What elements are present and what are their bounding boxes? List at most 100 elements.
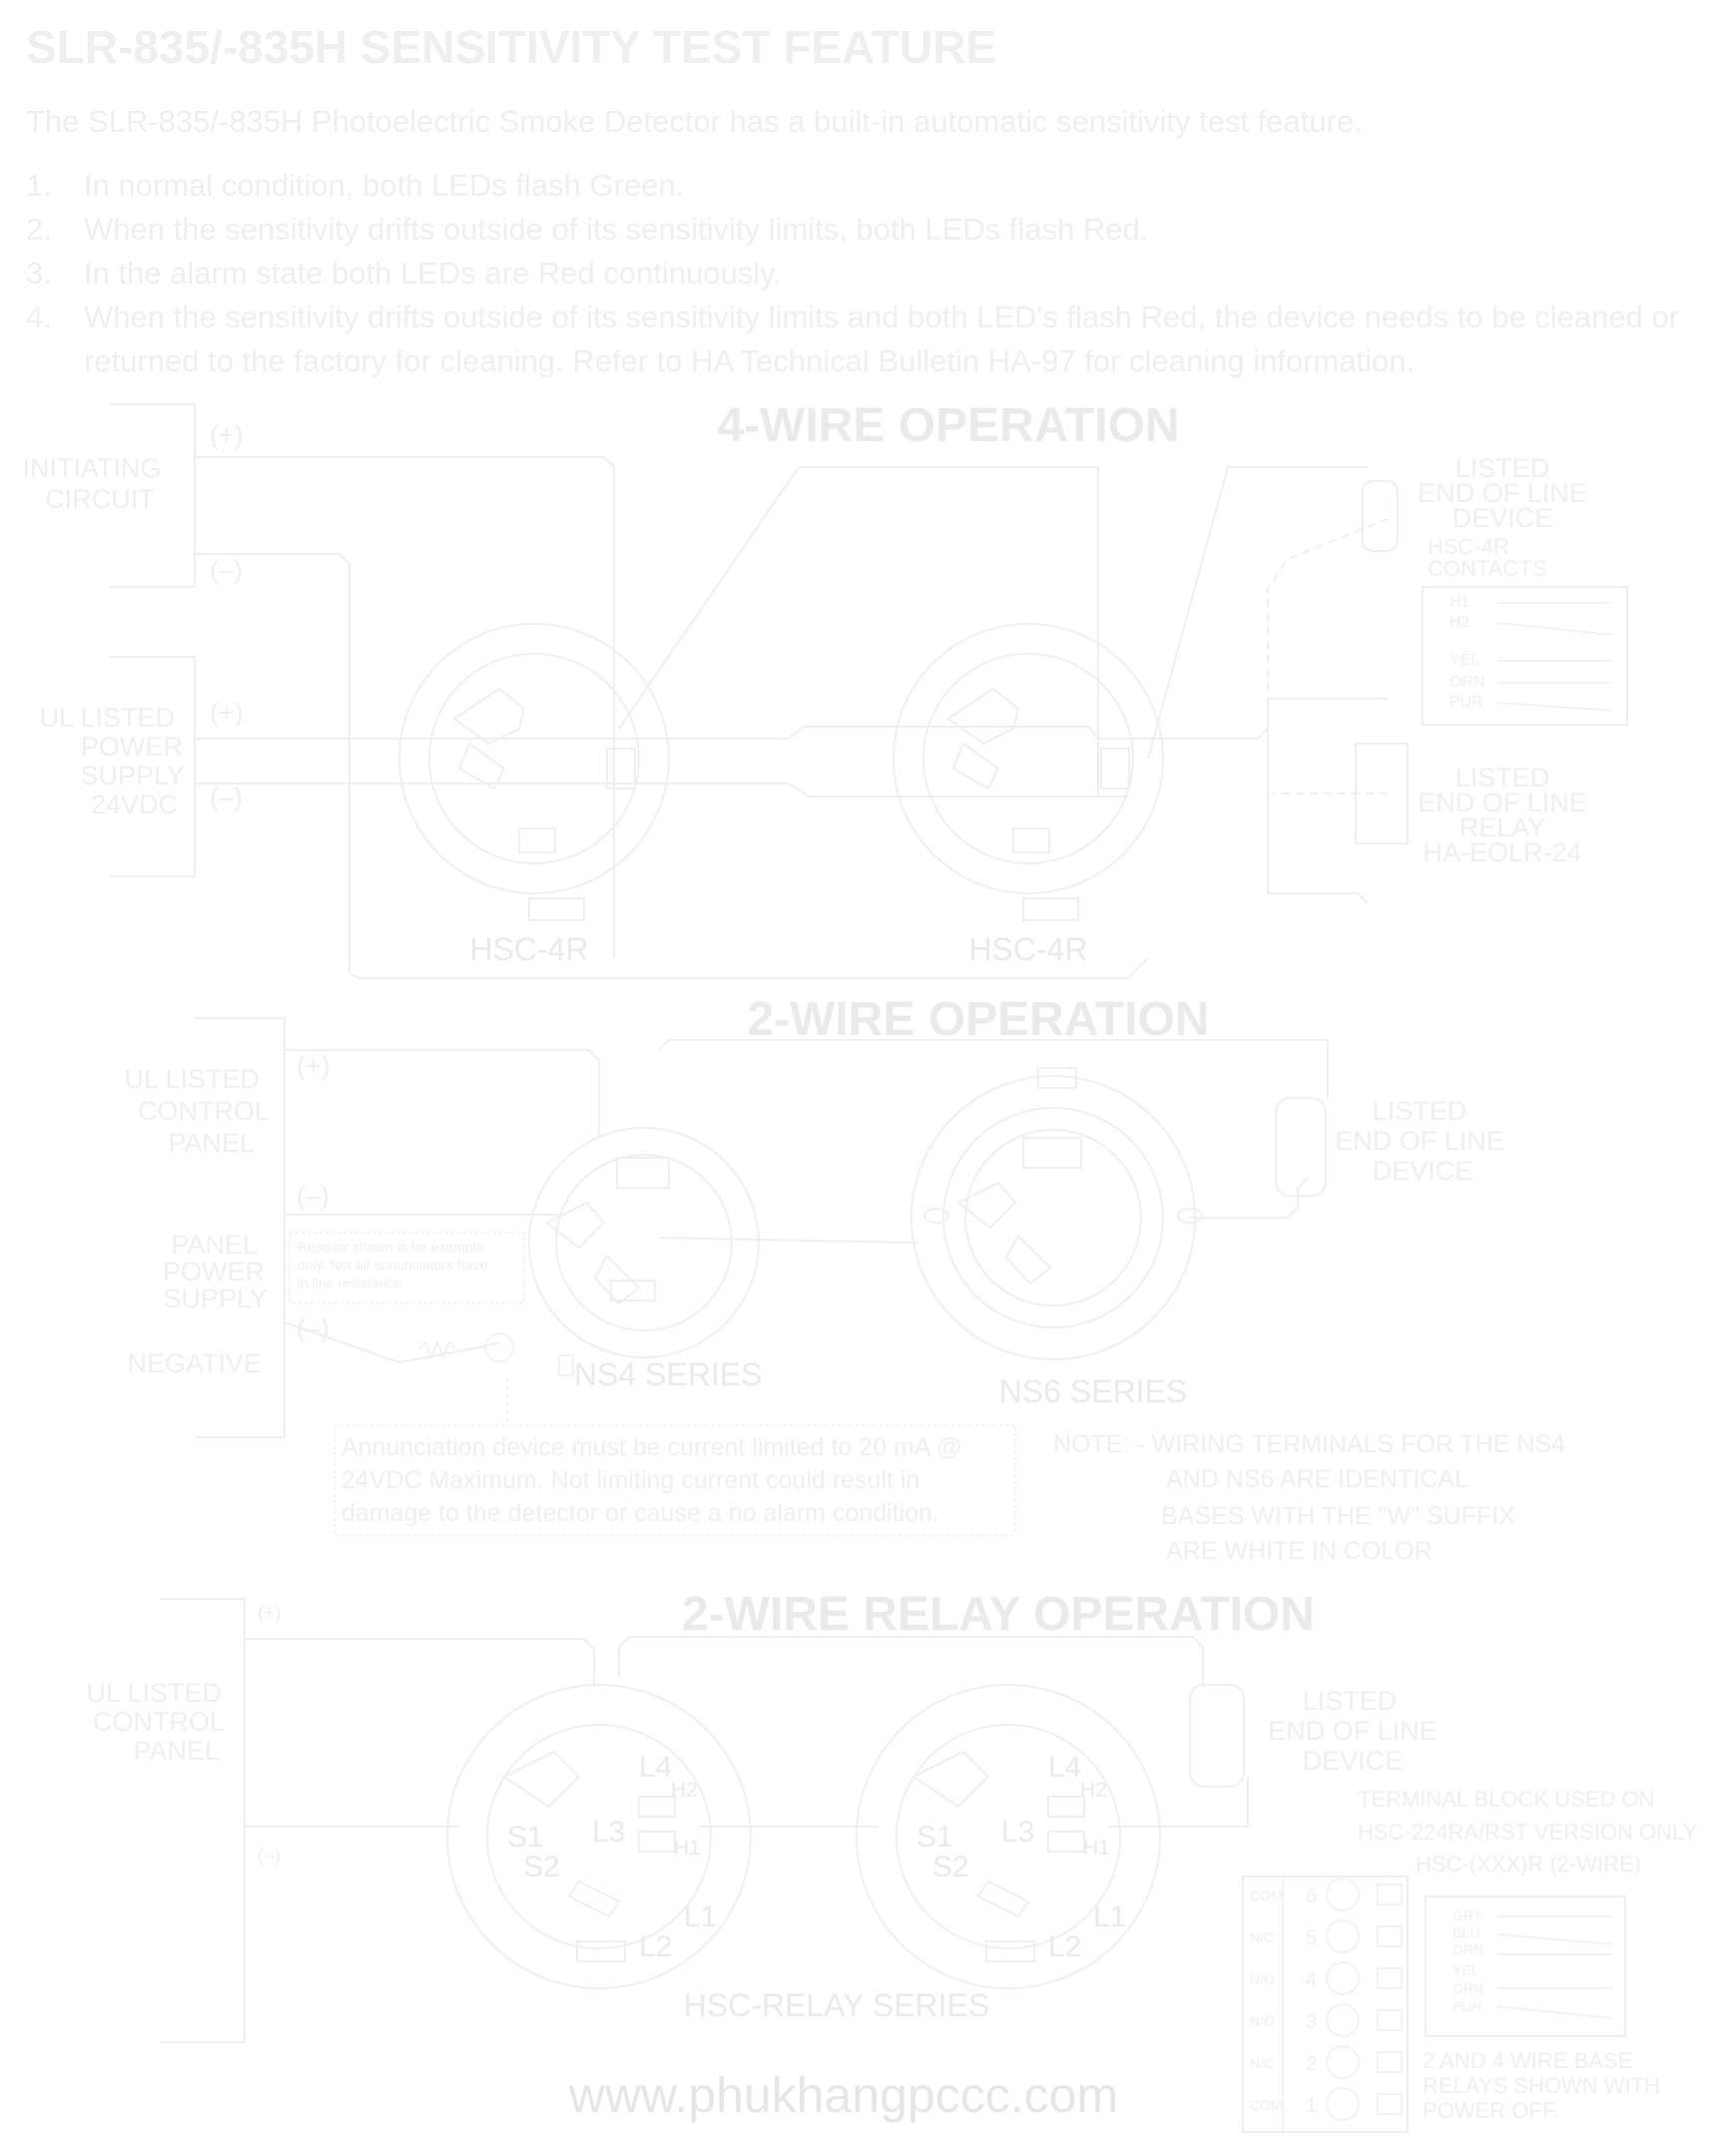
- terminal-h2: H2: [671, 1779, 698, 1802]
- wire: [245, 1638, 595, 1687]
- eol-device-label-1: LISTED: [1303, 1686, 1398, 1716]
- terminal-l3: L3: [1001, 1816, 1034, 1849]
- terminal-note-line: TERMINAL BLOCK USED ON: [1358, 1787, 1654, 1812]
- terminal-l2: L2: [639, 1930, 672, 1963]
- wire: [1108, 1777, 1249, 1828]
- wire: [1147, 466, 1368, 760]
- wire-color-label: PUR: [1452, 1998, 1482, 2014]
- wire: [618, 1636, 1204, 1687]
- page-title: SLR-835/-835H SENSITIVITY TEST FEATURE: [26, 21, 997, 73]
- terminal-s1: S1: [507, 1821, 544, 1854]
- power-supply-label-2: POWER: [81, 732, 183, 762]
- terminal-number: 3: [1306, 2011, 1317, 2033]
- minus-terminal-label: (–): [210, 555, 243, 585]
- terminal-name: COM: [1250, 2097, 1283, 2113]
- plus-terminal-label: (+): [296, 1051, 330, 1081]
- wire: [1267, 729, 1369, 904]
- ns4-label: NS4 SERIES: [574, 1356, 763, 1392]
- note-line: BASES WITH THE "W" SUFFIX: [1161, 1502, 1515, 1530]
- terminal-h1: H1: [1083, 1837, 1110, 1860]
- terminal-number: 1: [1306, 2095, 1317, 2117]
- eol-device-label-1: LISTED: [1455, 453, 1550, 483]
- control-panel-label-1: UL LISTED: [124, 1064, 260, 1094]
- wire-color-label: ORN: [1452, 1980, 1483, 1996]
- wire-dashed: [1267, 518, 1389, 699]
- step-text: In the alarm state both LEDs are Red con…: [84, 256, 783, 290]
- ns6-detector-base: [910, 1067, 1203, 1360]
- step-text: When the sensitivity drifts outside of i…: [84, 212, 1149, 247]
- control-panel-bracket: [160, 1598, 246, 2043]
- terminal-name: N/C: [1250, 1929, 1274, 1945]
- terminal-number: 6: [1306, 1885, 1317, 1907]
- list-item: 4.When the sensitivity drifts outside of…: [26, 295, 1703, 383]
- wire: [195, 553, 1149, 979]
- terminal-l2: L2: [1048, 1930, 1081, 1963]
- terminal-s2: S2: [932, 1851, 969, 1883]
- detector-base-hsc-4r: [892, 623, 1164, 921]
- power-supply-label-1: UL LISTED: [39, 703, 175, 733]
- wire: [284, 1322, 500, 1364]
- contact-label: PUR: [1449, 694, 1483, 711]
- wire: [658, 1039, 1329, 1098]
- eol-relay-label-3: RELAY: [1459, 812, 1546, 842]
- relays-note-line: 2 AND 4 WIRE BASE: [1423, 2048, 1632, 2073]
- wire-color-label: GRY: [1452, 1907, 1483, 1923]
- wire: [195, 456, 615, 958]
- resistor-note-line: in line resistance.: [297, 1275, 405, 1291]
- wire: [195, 783, 1128, 798]
- annunciation-note-line: Annunciation device must be current limi…: [341, 1433, 962, 1461]
- detector-base-hsc-4r: [398, 623, 670, 921]
- terminal-h1: H1: [674, 1837, 701, 1860]
- relay-section: 2-WIRE RELAY OPERATION UL LISTED CONTROL…: [86, 1588, 1698, 2133]
- base-label: HSC-4R: [968, 931, 1087, 967]
- list-item: 1.In normal condition, both LEDs flash G…: [26, 164, 1703, 208]
- terminal-note-line: HSC-224RA/RST VERSION ONLY: [1358, 1820, 1698, 1845]
- annunciation-note-line: damage to the detector or cause a no ala…: [341, 1499, 939, 1527]
- terminal-number: 5: [1306, 1927, 1317, 1949]
- wire-color-label: BLU: [1452, 1924, 1479, 1940]
- minus-terminal-label: (–): [258, 1846, 281, 1867]
- control-panel-label-2: CONTROL: [93, 1707, 225, 1737]
- relays-note-line: RELAYS SHOWN WITH: [1423, 2073, 1660, 2098]
- step-number: 3.: [26, 256, 52, 290]
- panel-power-label-2: POWER: [163, 1257, 265, 1287]
- plus-terminal-label: (+): [210, 698, 244, 728]
- terminal-l1: L1: [684, 1900, 717, 1933]
- steps-list: 1.In normal condition, both LEDs flash G…: [26, 164, 1703, 383]
- wire: [658, 1237, 919, 1244]
- four-wire-title: 4-WIRE OPERATION: [717, 399, 1179, 452]
- control-panel-bracket: [195, 1017, 286, 1438]
- eol-device-label-2: END OF LINE: [1268, 1716, 1438, 1746]
- terminal-name: N/O: [1250, 2013, 1275, 2029]
- note-line: ARE WHITE IN COLOR: [1166, 1537, 1433, 1565]
- plus-terminal-label: (+): [210, 420, 244, 450]
- power-supply-label-4: 24VDC: [91, 790, 178, 819]
- annunciator-led: [484, 1333, 514, 1362]
- wire: [618, 466, 1099, 797]
- terminal-name: COM: [1250, 1887, 1283, 1903]
- terminal-note-line: HSC-(XXX)R (2-WIRE): [1416, 1852, 1641, 1876]
- contacts-label-2: CONTACTS: [1428, 556, 1546, 581]
- relay-detector-base: [446, 1684, 752, 1989]
- eol-device-label-3: DEVICE: [1373, 1156, 1473, 1186]
- relay-title: 2-WIRE RELAY OPERATION: [682, 1588, 1315, 1641]
- eol-device-resistor: [1362, 480, 1399, 552]
- wire: [285, 1049, 600, 1138]
- contact-label: H1: [1449, 594, 1470, 611]
- eol-device-resistor: [1275, 1097, 1327, 1197]
- ns4-detector-base: [528, 1127, 760, 1358]
- terminal-l3: L3: [592, 1816, 625, 1849]
- eol-device-label-3: DEVICE: [1452, 503, 1553, 533]
- contacts-wiring: [1496, 602, 1613, 712]
- base-label: HSC-4R: [469, 931, 588, 967]
- plus-terminal-label: (+): [258, 1603, 282, 1624]
- resistor-note-line: Resistor shown is for example: [297, 1239, 484, 1255]
- panel-power-label-3: SUPPLY: [163, 1284, 268, 1314]
- annunciator-device: [558, 1354, 574, 1376]
- wire: [1188, 1177, 1309, 1219]
- eol-relay: [1355, 743, 1409, 844]
- control-panel-label-2: CONTROL: [138, 1096, 270, 1126]
- initiating-circuit-bracket: [110, 403, 196, 588]
- terminal-block: [1242, 1875, 1409, 2133]
- two-wire-title: 2-WIRE OPERATION: [747, 993, 1209, 1046]
